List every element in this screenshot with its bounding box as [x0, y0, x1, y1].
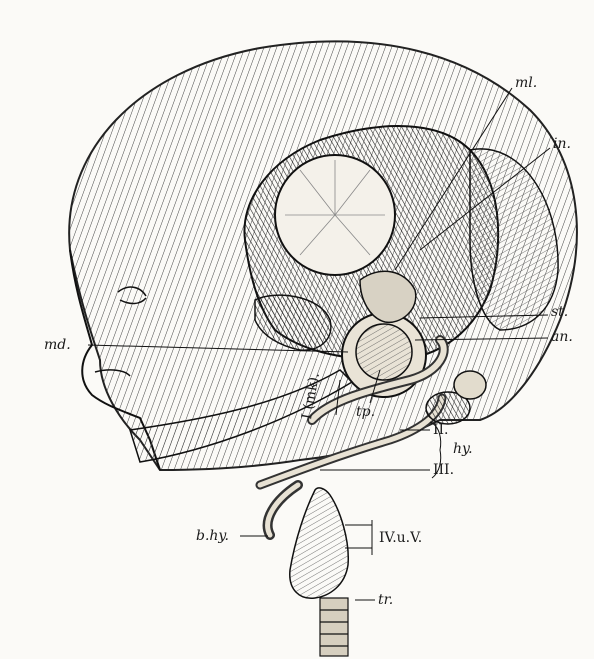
label-tp: tp. [356, 405, 375, 419]
label-hy: hy. [453, 442, 473, 456]
label-iii: III. [433, 463, 454, 477]
tympanic-inner [356, 324, 412, 380]
larynx [290, 488, 348, 598]
label-in: in. [553, 137, 571, 151]
label-md: md. [44, 338, 71, 352]
label-ii: II. [433, 423, 449, 437]
label-ml: ml. [515, 76, 537, 90]
label-an: an. [551, 330, 573, 344]
label-tr: tr. [378, 593, 393, 607]
label-bhy: b.hy. [196, 529, 229, 543]
label-ivv: IV.u.V. [379, 531, 422, 545]
knob-upper [454, 371, 486, 399]
trachea [320, 598, 348, 656]
label-st: st. [551, 305, 568, 319]
